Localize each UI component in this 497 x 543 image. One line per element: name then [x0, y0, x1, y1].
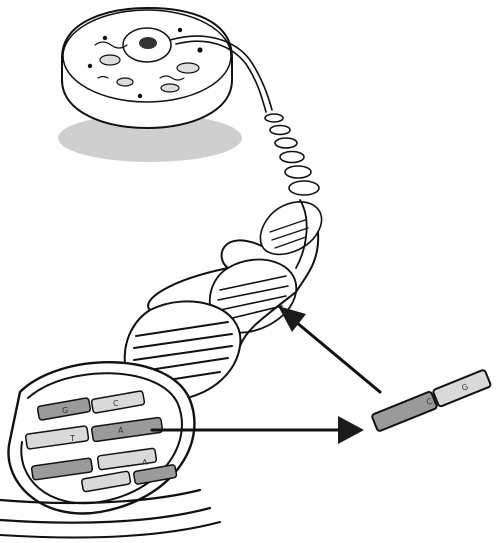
arrow-to-helix — [278, 306, 380, 392]
dna-double-helix: G C T A T A — [0, 200, 322, 537]
isolated-base-pair: C G — [371, 369, 491, 431]
arrowhead-right — [338, 416, 364, 444]
base-letter-1: G — [62, 406, 68, 415]
base-letter-6: A — [142, 458, 148, 467]
coil — [265, 114, 319, 195]
cell — [58, 8, 242, 162]
helix-turn-1 — [260, 202, 321, 255]
base-letter-4: A — [118, 426, 124, 435]
cell-body — [62, 8, 232, 128]
base-letter-2: C — [113, 399, 119, 408]
nucleolus — [139, 37, 157, 49]
base-letter-3: T — [69, 434, 75, 443]
